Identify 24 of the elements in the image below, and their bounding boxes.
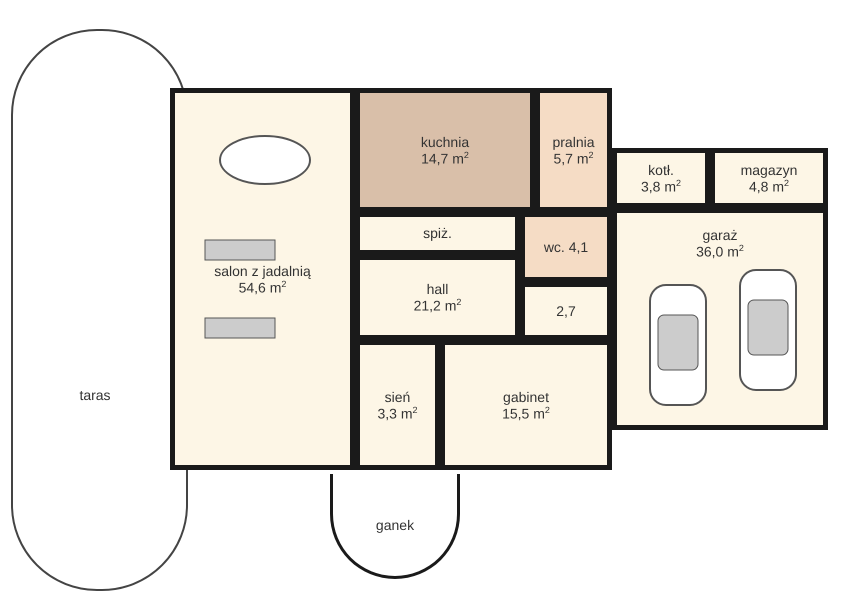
room-name: 2,7 <box>556 302 576 320</box>
room-area: 14,7 m$^{2}$ <box>421 150 469 166</box>
room-name: wc. 4,1 <box>544 238 588 256</box>
room-area: 15,5 m$^{2}$ <box>502 404 550 422</box>
room-name: pralnia <box>552 134 595 150</box>
room-area: 3,8 m$^{2}$ <box>640 178 682 194</box>
room-name: sień <box>384 388 410 405</box>
room-area: 5,7 m$^{2}$ <box>553 150 594 166</box>
room-area: 3,3 m$^{2}$ <box>377 404 418 422</box>
room-name: kotł. <box>648 162 674 178</box>
room-name: spiż. <box>423 225 452 242</box>
room-name: taras <box>79 386 111 404</box>
room-name: ganek <box>376 516 414 534</box>
room-area: 36,0 m$^{2}$ <box>696 243 744 260</box>
room-name: gabinet <box>503 388 549 405</box>
room-name: garaż <box>702 227 738 244</box>
room-name: kuchnia <box>420 134 470 150</box>
room-area: 4,8 m$^{2}$ <box>748 178 790 194</box>
room <box>170 88 355 470</box>
room-name: magazyn <box>740 162 798 178</box>
room-area: 21,2 m$^{2}$ <box>414 297 462 314</box>
room-name: salon z jadalnią <box>214 262 311 279</box>
room-area: 54,6 m$^{2}$ <box>238 278 286 296</box>
room-name: hall <box>426 281 448 298</box>
